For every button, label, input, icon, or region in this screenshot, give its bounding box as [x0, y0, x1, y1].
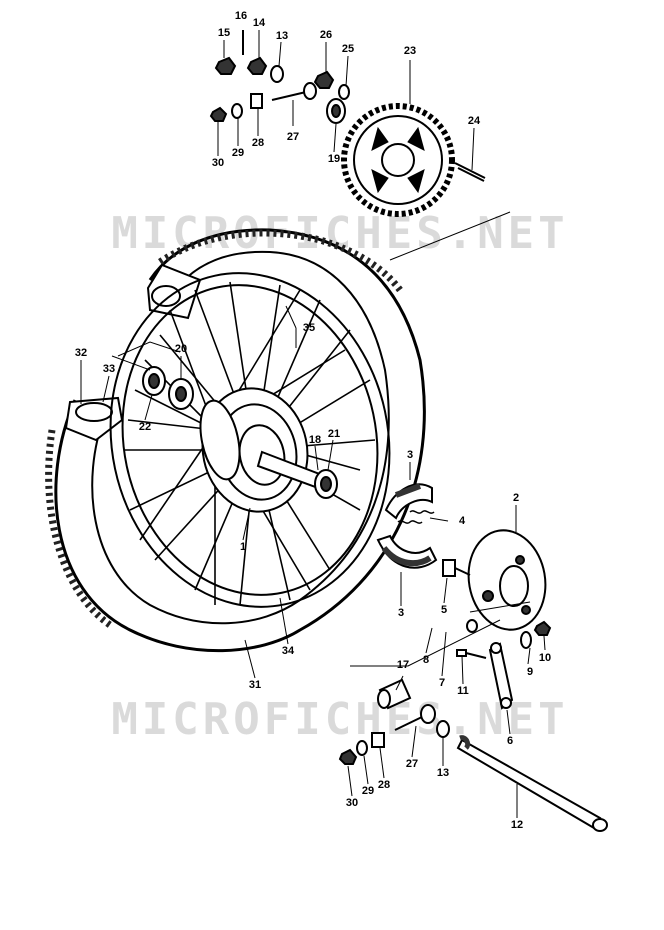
label-19: 19 [328, 153, 340, 165]
label-29-bottom: 29 [362, 785, 374, 797]
sprocket-23 [341, 103, 455, 217]
label-13-bottom: 13 [437, 767, 449, 779]
spacer-17 [377, 678, 412, 710]
washer-13-bottom [436, 720, 450, 738]
label-3-upper: 3 [407, 449, 413, 461]
spring-4 [397, 510, 435, 524]
plate-28-bottom [371, 732, 385, 748]
label-34: 34 [282, 645, 295, 657]
bolt-11 [456, 649, 487, 659]
label-22: 22 [139, 421, 151, 433]
nut-30-bottom [338, 748, 358, 765]
label-28-top: 28 [252, 137, 264, 149]
collar-19 [326, 98, 346, 124]
label-28-bottom: 28 [378, 779, 390, 791]
label-15: 15 [218, 27, 230, 39]
axle-12 [456, 735, 608, 832]
brake-shoe-3-lower [376, 534, 438, 569]
nut-26 [313, 70, 335, 89]
label-1: 1 [240, 541, 246, 553]
label-10: 10 [539, 652, 551, 664]
label-27-bottom: 27 [406, 758, 418, 770]
washer-13-top [270, 65, 284, 83]
rim [109, 272, 391, 608]
brake-arm-6 [488, 642, 514, 710]
label-33: 33 [103, 363, 115, 375]
bolt-27-bottom [394, 704, 436, 731]
label-18: 18 [309, 434, 321, 446]
washer-29-bottom [356, 740, 368, 756]
label-9: 9 [527, 666, 533, 678]
label-11: 11 [457, 685, 469, 697]
washer-25 [338, 84, 350, 100]
nut-15 [214, 56, 237, 75]
bolt-27-top [271, 82, 317, 101]
label-26: 26 [320, 29, 332, 41]
brake-cam-5 [442, 559, 471, 577]
label-14: 14 [253, 17, 266, 29]
label-5: 5 [441, 604, 447, 616]
label-32: 32 [75, 347, 87, 359]
label-12: 12 [511, 819, 523, 831]
label-17: 17 [397, 659, 409, 671]
label-21: 21 [328, 428, 340, 440]
leader-lines [80, 30, 546, 818]
spacer-20 [168, 378, 194, 410]
label-4: 4 [459, 515, 466, 527]
bearing-21 [314, 469, 338, 499]
label-27-top: 27 [287, 131, 299, 143]
label-13-top: 13 [276, 30, 288, 42]
label-23: 23 [404, 45, 416, 57]
label-30-top: 30 [212, 157, 224, 169]
label-25: 25 [342, 43, 354, 55]
washer-8 [466, 619, 478, 633]
label-2: 2 [513, 492, 519, 504]
label-16: 16 [235, 10, 247, 22]
label-30-bottom: 30 [346, 797, 358, 809]
bearing-22 [142, 366, 166, 396]
washer-9 [520, 631, 532, 649]
brake-panel-2 [467, 529, 547, 631]
nut-10 [533, 620, 552, 636]
plate-28-top [250, 93, 263, 109]
washer-29-top [231, 103, 243, 119]
label-31: 31 [249, 679, 261, 691]
label-6: 6 [507, 735, 513, 747]
part-labels: 1 2 3 3 4 5 6 7 8 9 10 11 12 13 13 14 15… [75, 10, 551, 831]
watermark-bottom: MICROFICHES.NET [111, 694, 569, 745]
bolt-24 [454, 162, 486, 182]
label-7: 7 [439, 677, 445, 689]
label-35: 35 [303, 322, 315, 334]
nut-14 [246, 56, 268, 75]
label-29-top: 29 [232, 147, 244, 159]
nut-30-top [209, 106, 228, 122]
label-24: 24 [468, 115, 481, 127]
label-20: 20 [175, 343, 187, 355]
label-3-lower: 3 [398, 607, 404, 619]
tire-cut-section-left [64, 396, 124, 442]
brake-shoe-3-upper [384, 483, 433, 520]
label-8: 8 [423, 654, 429, 666]
